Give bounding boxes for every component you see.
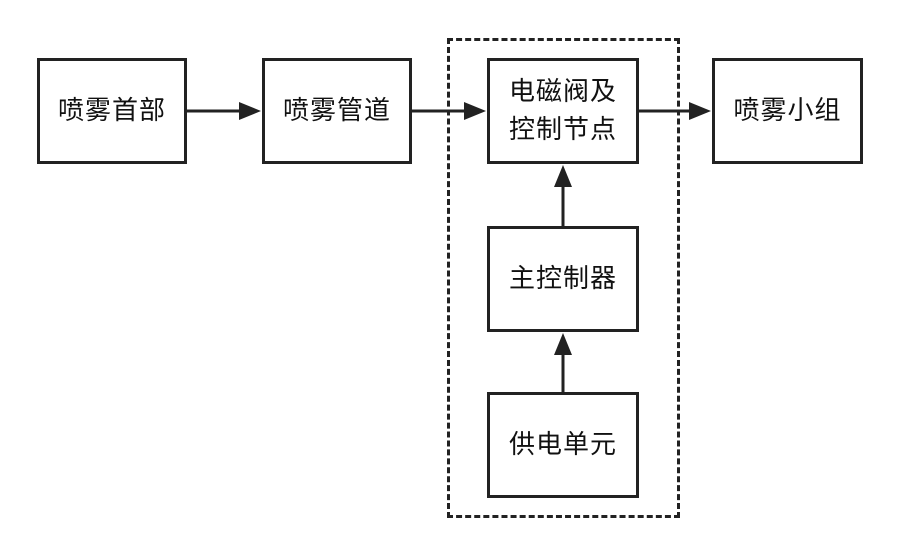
node-spray-group-label: 喷雾小组 [733,96,842,126]
node-valve-control-node-label-line2: 控制节点 [508,115,617,145]
node-power-unit-label: 供电单元 [508,430,617,460]
arrow-power-unit-to-main-controller [554,333,572,392]
node-valve-control-node: 电磁阀及 控制节点 [487,58,639,164]
node-spray-head: 喷雾首部 [37,58,187,164]
arrow-main-controller-to-valve-node [554,165,572,226]
control-subsystem-dashed-boundary [447,38,680,518]
node-valve-control-node-text: 电磁阀及 控制节点 [509,73,617,149]
arrow-spray-head-to-spray-pipe [187,102,261,120]
arrow-valve-node-to-spray-group [639,102,711,120]
node-spray-pipe-label: 喷雾管道 [282,96,391,126]
node-main-controller: 主控制器 [487,226,639,332]
node-power-unit: 供电单元 [487,392,639,498]
node-spray-group: 喷雾小组 [712,58,863,164]
node-main-controller-label: 主控制器 [508,264,617,294]
node-spray-head-label: 喷雾首部 [57,96,166,126]
node-spray-pipe: 喷雾管道 [262,58,412,164]
arrow-spray-pipe-to-valve-node [412,102,486,120]
node-valve-control-node-label-line1: 电磁阀及 [508,77,617,107]
